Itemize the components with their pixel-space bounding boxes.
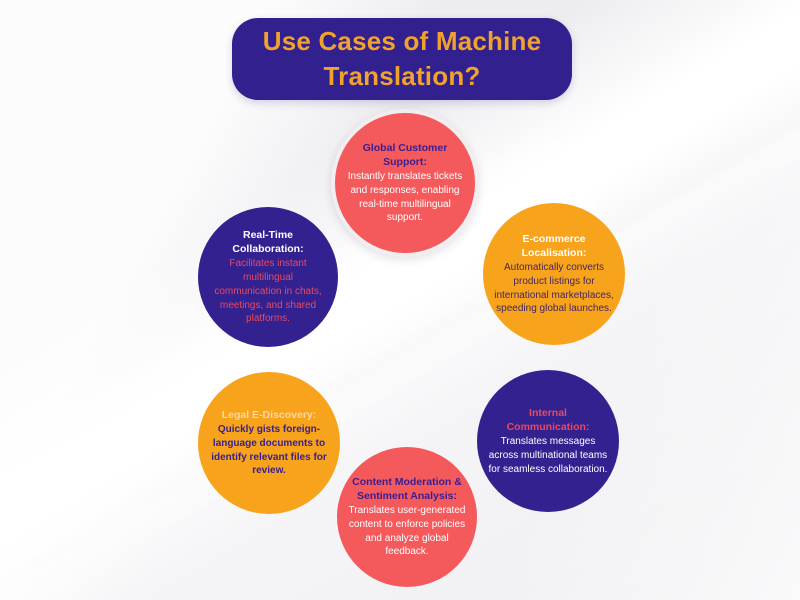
background-wave <box>0 115 618 600</box>
use-case-heading: Legal E-Discovery: <box>221 408 317 421</box>
use-case-description: Translates messages across multinational… <box>488 435 608 475</box>
use-case-description: Facilitates instant multilingual communi… <box>214 258 322 325</box>
use-case-circle-real-time-collaboration: Real-Time Collaboration: Facilitates ins… <box>198 207 338 347</box>
title-banner: Use Cases of Machine Translation? <box>232 18 572 100</box>
use-case-description: Translates user-generated content to enf… <box>348 505 466 558</box>
use-case-description: Automatically converts product listings … <box>494 262 614 315</box>
use-case-circle-global-customer-support: Global Customer Support: Instantly trans… <box>331 109 479 257</box>
use-case-circle-ecommerce-localisation: E-commerce Localisation: Automatically c… <box>483 203 625 345</box>
use-case-heading: Global Customer Support: <box>362 141 448 168</box>
use-case-heading: Content Moderation & Sentiment Analysis: <box>352 475 462 502</box>
use-case-heading: Internal Communication: <box>506 406 590 433</box>
use-case-heading: Real-Time Collaboration: <box>232 228 304 255</box>
page-title: Use Cases of Machine Translation? <box>262 25 542 91</box>
use-case-circle-content-moderation-sentiment-analysis: Content Moderation & Sentiment Analysis:… <box>337 447 477 587</box>
use-case-description: Quickly gists foreign-language documents… <box>211 423 327 477</box>
use-case-circle-legal-e-discovery: Legal E-Discovery: Quickly gists foreign… <box>198 372 340 514</box>
use-case-heading: E-commerce Localisation: <box>521 232 587 259</box>
use-case-circle-internal-communication: Internal Communication: Translates messa… <box>477 370 619 512</box>
use-case-description: Instantly translates tickets and respons… <box>347 171 463 224</box>
